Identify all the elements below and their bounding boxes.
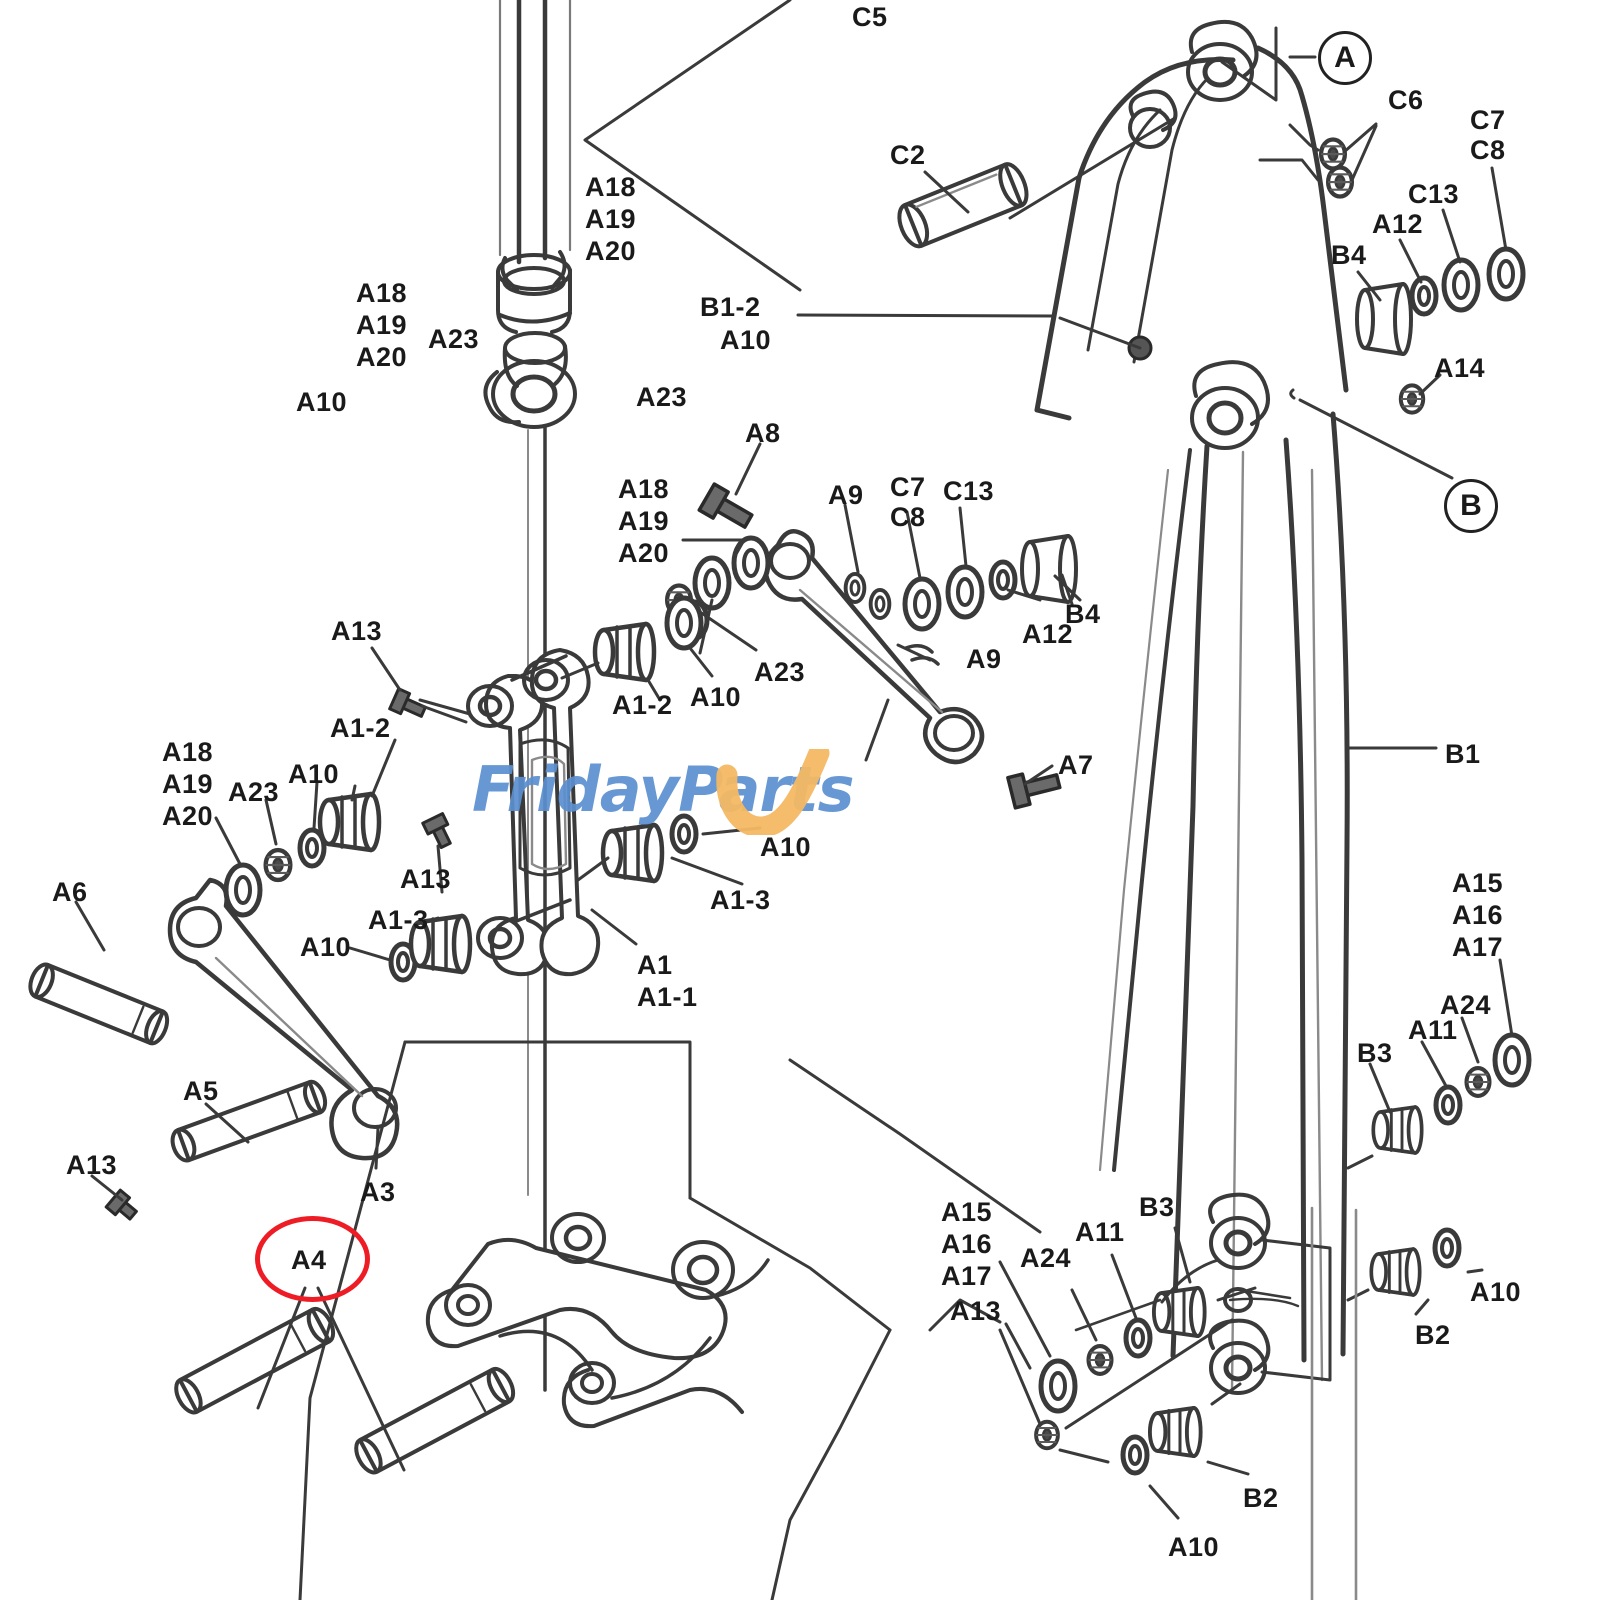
part-label-a1-2: A1-2 [330, 713, 391, 743]
part-label-a19: A19 [356, 310, 408, 340]
part-label-a1-3: A1-3 [368, 905, 429, 935]
part-label-b1: B1 [1445, 739, 1481, 769]
part-label-b4: B4 [1065, 599, 1101, 629]
part-label-a13: A13 [950, 1296, 1002, 1326]
part-label-c7: C7 [1470, 105, 1506, 135]
callout-bubble-b: B [1444, 479, 1498, 533]
part-label-a19: A19 [162, 769, 214, 799]
part-label-a10: A10 [1470, 1277, 1522, 1307]
part-label-a20: A20 [162, 801, 214, 831]
part-label-a18: A18 [585, 172, 637, 202]
part-label-c13: C13 [943, 476, 995, 506]
part-label-a17: A17 [1452, 932, 1504, 962]
part-label-a24: A24 [1440, 990, 1492, 1020]
part-label-b3: B3 [1357, 1038, 1393, 1068]
part-label-b1-2: B1-2 [700, 292, 761, 322]
part-label-a1-2: A1-2 [612, 690, 673, 720]
part-label-a20: A20 [618, 538, 670, 568]
part-label-a10: A10 [288, 759, 340, 789]
part-label-a15: A15 [1452, 868, 1504, 898]
part-label-a10: A10 [760, 832, 812, 862]
part-label-a13: A13 [400, 864, 452, 894]
part-label-a23: A23 [228, 777, 280, 807]
part-label-a10: A10 [300, 932, 352, 962]
part-label-a11: A11 [1075, 1217, 1125, 1247]
part-label-a23: A23 [636, 382, 688, 412]
part-label-a1-1: A1-1 [637, 982, 698, 1012]
part-label-a1-3: A1-3 [710, 885, 771, 915]
part-label-a20: A20 [585, 236, 637, 266]
part-label-a18: A18 [618, 474, 670, 504]
part-label-a16: A16 [941, 1229, 993, 1259]
part-label-c13: C13 [1408, 179, 1460, 209]
part-label-c2: C2 [890, 140, 926, 170]
part-label-a11: A11 [1408, 1015, 1458, 1045]
part-label-a9: A9 [828, 480, 864, 510]
part-label-c6: C6 [1388, 85, 1424, 115]
part-label-a1: A1 [637, 950, 673, 980]
part-label-a20: A20 [356, 342, 408, 372]
part-label-a18: A18 [162, 737, 214, 767]
part-label-a15: A15 [941, 1197, 993, 1227]
part-label-a17: A17 [941, 1261, 993, 1291]
part-label-a8: A8 [745, 418, 781, 448]
part-label-c7: C7 [890, 472, 926, 502]
part-label-c8: C8 [890, 502, 926, 532]
part-label-b4: B4 [1331, 240, 1367, 270]
part-label-a13: A13 [331, 616, 383, 646]
part-label-a14: A14 [1434, 353, 1486, 383]
part-label-b3: B3 [1139, 1192, 1175, 1222]
callout-label-a: A [1334, 41, 1356, 74]
part-label-a7: A7 [1058, 750, 1094, 780]
part-label-a24: A24 [1020, 1243, 1072, 1273]
part-label-a23: A23 [754, 657, 806, 687]
part-label-a3: A3 [360, 1177, 396, 1207]
part-label-a12: A12 [1372, 209, 1424, 239]
part-label-b2: B2 [1415, 1320, 1451, 1350]
part-label-a23: A23 [428, 324, 480, 354]
part-label-a10: A10 [296, 387, 348, 417]
part-label-c8: C8 [1470, 135, 1506, 165]
part-label-a6: A6 [52, 877, 88, 907]
callout-label-b: B [1460, 489, 1482, 522]
part-label-a10: A10 [690, 682, 742, 712]
part-label-a9: A9 [966, 644, 1002, 674]
part-label-a4: A4 [291, 1245, 327, 1275]
callout-bubble-a: A [1318, 31, 1372, 85]
part-label-a13: A13 [66, 1150, 118, 1180]
part-label-a10: A10 [1168, 1532, 1220, 1562]
part-label-a5: A5 [183, 1076, 219, 1106]
part-label-a19: A19 [585, 204, 637, 234]
part-label-a10: A10 [720, 325, 772, 355]
part-label-a18: A18 [356, 278, 408, 308]
part-label-a12: A12 [1022, 619, 1074, 649]
part-label-c5: C5 [852, 2, 888, 32]
part-label-a19: A19 [618, 506, 670, 536]
part-label-a16: A16 [1452, 900, 1504, 930]
part-label-b2: B2 [1243, 1483, 1279, 1513]
